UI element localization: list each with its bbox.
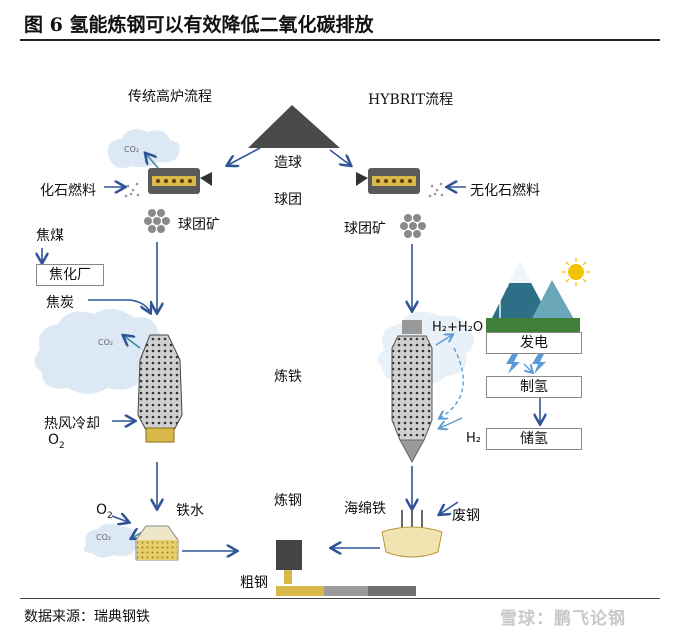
arrow-pile-right (329, 149, 350, 165)
arrow-o2-converter (111, 516, 128, 522)
ore-pile-icon (248, 105, 340, 148)
coking-coal-label: 焦煤 (36, 228, 64, 244)
power-generation-box: 发电 (486, 332, 582, 354)
right-pellet-ore-label: 球团矿 (344, 221, 386, 237)
steel-slabs-icon (276, 586, 416, 596)
h2-h2o-label: H₂+H₂O (432, 320, 484, 335)
scrap-steel-label: 废钢 (452, 508, 480, 524)
arrow-h2-recycle (440, 347, 464, 418)
sun-icon (562, 258, 590, 286)
left-process-heading: 传统高炉流程 (128, 89, 212, 105)
h2-label: H₂ (466, 431, 481, 446)
co2-label-furnace: CO₂ (98, 338, 114, 347)
co2-label-top-left: CO₂ (124, 145, 140, 154)
renewable-landscape-icon (486, 262, 580, 332)
hot-blast-label: 热风冷却 (44, 416, 100, 432)
arrow-h2-h2o-out (435, 335, 452, 346)
converter-icon (135, 525, 179, 561)
co2-cloud-bottom-left (84, 523, 140, 558)
arrow-co2-furnace (124, 336, 141, 349)
shaft-furnace-icon (391, 320, 433, 464)
watermark: 雪球：鹏飞论钢 (500, 609, 626, 629)
arrow-h2-in (440, 417, 463, 428)
sponge-iron-label: 海绵铁 (344, 501, 386, 517)
right-dust-icon (428, 182, 444, 198)
arrow-power-to-h2 (523, 363, 532, 372)
crude-steel-label: 粗钢 (240, 575, 268, 591)
right-pellets-icon (400, 214, 426, 238)
arrow-co2-top-left (146, 154, 159, 169)
hydrogen-storage-box: 储氢 (486, 428, 582, 450)
left-pelletizer-icon (148, 168, 212, 194)
molten-iron-label: 铁水 (176, 503, 204, 519)
coke-label: 焦炭 (46, 295, 74, 311)
non-fossil-fuel-label: 无化石燃料 (470, 183, 540, 199)
right-process-heading: HYBRIT流程 (368, 92, 454, 108)
footer-rule (20, 598, 660, 599)
fossil-fuel-label: 化石燃料 (40, 183, 96, 199)
left-dust-icon (124, 182, 140, 198)
arrow-pile-left (228, 147, 261, 165)
arrow-coke (88, 299, 150, 312)
center-steelmaking: 炼钢 (274, 493, 302, 509)
electric-furnace-icon (381, 510, 443, 558)
right-pelletizer-icon (356, 168, 420, 194)
center-pelletizing: 造球 (274, 155, 302, 171)
coke-plant-box: 焦化厂 (36, 264, 104, 286)
left-pellet-ore-label: 球团矿 (178, 217, 220, 233)
lightning-icons (506, 354, 546, 374)
co2-cloud-top-left (107, 129, 180, 168)
hydrogen-production-box: 制氢 (486, 376, 582, 398)
title-rule (20, 39, 660, 41)
figure-title: 图 6 氢能炼钢可以有效降低二氧化碳排放 (24, 14, 374, 36)
center-ironmaking: 炼铁 (274, 369, 302, 385)
arrow-scrap-steel (440, 501, 459, 514)
o2-label-converter: O2 (96, 502, 113, 521)
center-pellets: 球团 (274, 192, 302, 208)
ladle-icon (276, 540, 302, 584)
source-note: 数据来源：瑞典钢铁 (24, 609, 150, 625)
co2-label-converter: CO₂ (96, 533, 112, 542)
o2-label-furnace: O2 (48, 432, 65, 451)
left-pellets-icon (144, 209, 170, 233)
blast-furnace-icon (137, 334, 183, 443)
co2-cloud-left (34, 308, 166, 394)
